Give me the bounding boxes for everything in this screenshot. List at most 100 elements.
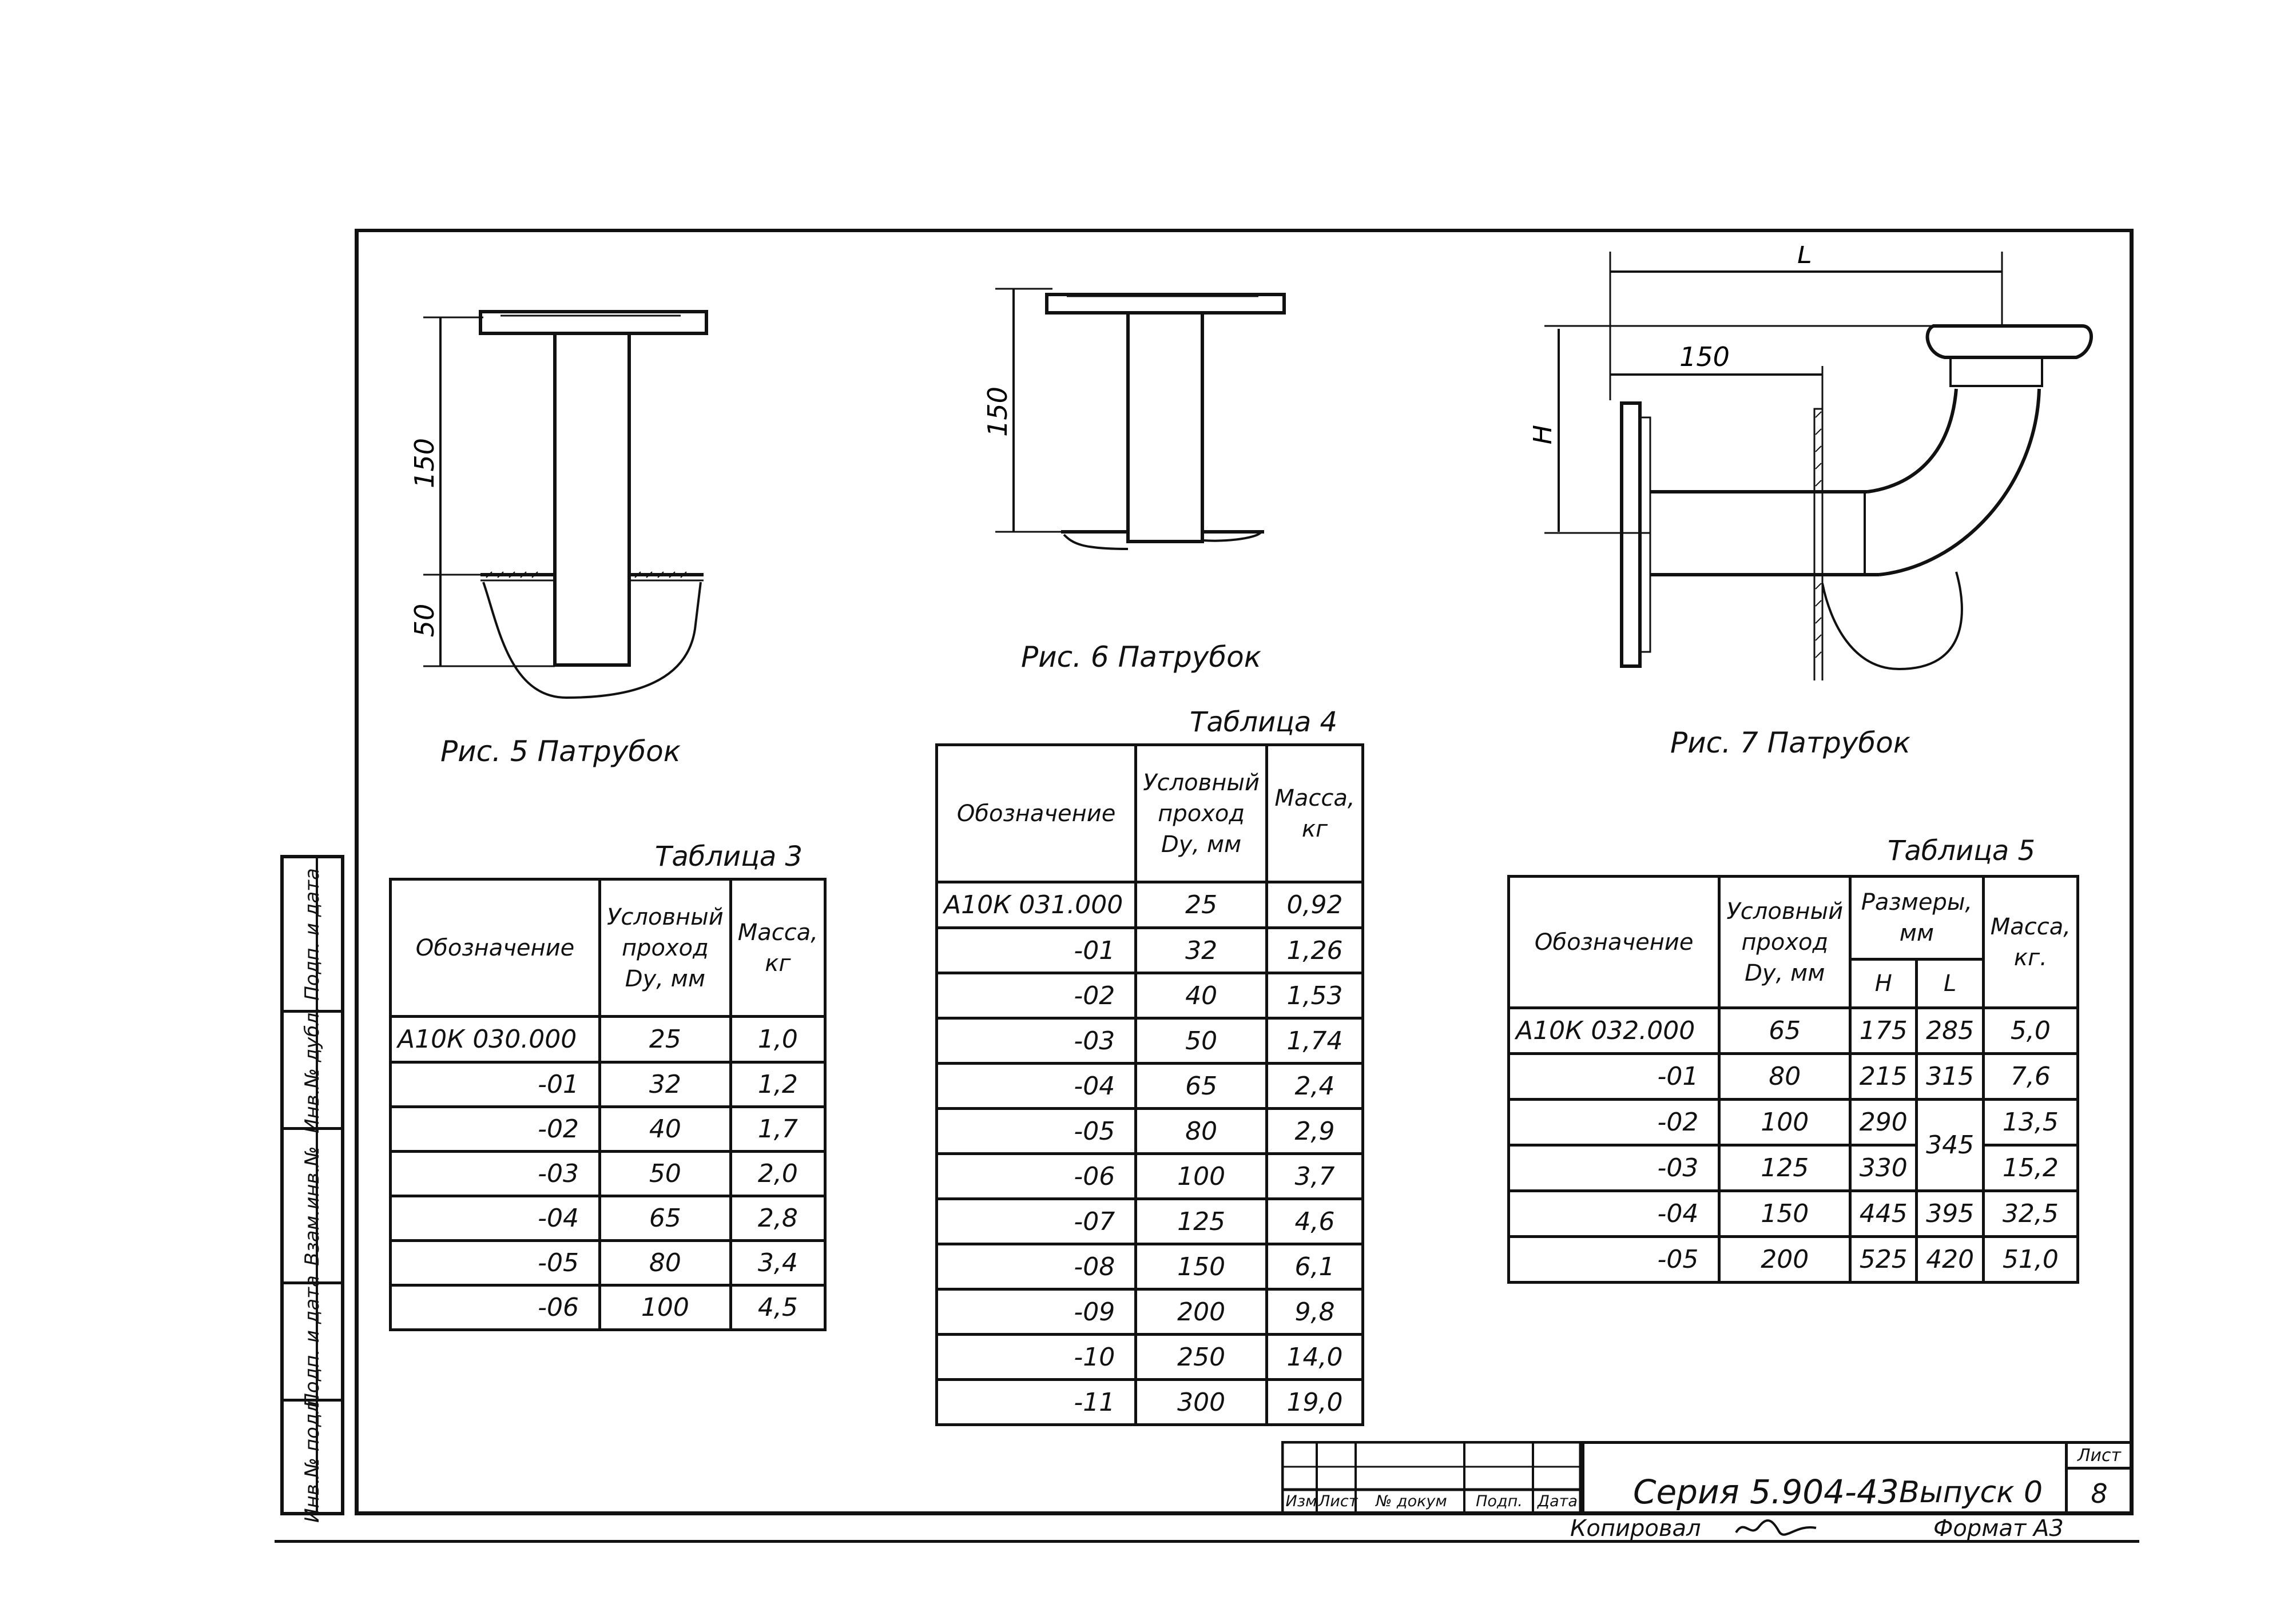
table-row-dy: 80 [1718,1052,1852,1101]
table-3-header-designation: Обозначение [388,878,602,1018]
table-row-designation: -01 [1507,1052,1721,1101]
side-stamp-cell: Инв.№ дубл. [284,1006,341,1133]
table-3: Обозначение Условный проход Dу, мм Масса… [388,878,827,1331]
table-5-header-designation: Обозначение [1507,875,1721,1009]
table-row-designation: -01 [935,926,1138,974]
table-row-designation: -04 [1507,1189,1721,1238]
table-row-l: 345 [1915,1098,1985,1192]
title-block-col-list: Лист [1318,1492,1358,1510]
table-row-l: 285 [1915,1006,1985,1055]
table-row-designation: А10К 030.000 [388,1015,602,1064]
side-stamp-divider [316,858,318,1512]
table-row-designation: -09 [935,1288,1138,1336]
side-stamp-cell: Подп. и дата [284,858,341,1013]
table-row-designation: -03 [1507,1144,1721,1192]
table-row-l: 395 [1915,1189,1985,1238]
table-row-mass: 1,26 [1265,926,1365,974]
table-row-dy: 40 [598,1105,732,1153]
table-row-dy: 32 [598,1061,732,1108]
table-5-header-h: H [1849,958,1918,1009]
table-5-header-mass: Масса, кг. [1981,875,2080,1009]
table-4: Обозначение Условный проход Dу, мм Масса… [935,743,1365,1426]
copier-signature [1735,1519,1817,1536]
table-3-header-mass: Масса, кг [729,878,827,1018]
table-row-dy: 150 [1718,1189,1852,1238]
fig7-dim-L: L [1797,246,1812,269]
table-row-dy: 300 [1134,1378,1268,1426]
sheet-frame [355,229,2134,1515]
table-row-designation: -04 [935,1062,1138,1110]
title-block-grid [1281,1441,1582,1515]
issue-label: Выпуск 0 [1899,1475,2043,1510]
table-row-mass: 4,6 [1265,1197,1365,1245]
table-row-designation: -02 [388,1105,602,1153]
table-row-dy: 200 [1718,1235,1852,1284]
fig5-dim-50: 50 [409,604,440,638]
side-stamp-label: Взам.инв.№ [301,1145,324,1266]
table-row-designation: -05 [1507,1235,1721,1284]
table-row-dy: 125 [1134,1197,1268,1245]
table-4-header-designation: Обозначение [935,743,1138,883]
table-row-designation: -05 [388,1239,602,1287]
table-row-dy: 125 [1718,1144,1852,1192]
figure-7-drawing: L 150 H [1533,246,2093,680]
format-label: Формат А3 [1933,1515,2064,1542]
table-row-mass: 9,8 [1265,1288,1365,1336]
table-3-header-dy: Условный проход Dу, мм [598,878,732,1018]
table-5-header-sizes: Размеры, мм [1849,875,1985,961]
table-row-dy: 40 [1134,972,1268,1020]
table-row-designation: -04 [388,1195,602,1242]
title-block-col-sign: Подп. [1476,1492,1523,1510]
table-row-mass: 2,8 [729,1195,827,1242]
table-row-designation: -02 [935,972,1138,1020]
table-row-dy: 100 [1718,1098,1852,1147]
table-row-designation: А10К 032.000 [1507,1006,1721,1055]
fig5-dim-150: 150 [409,438,440,488]
table-row-mass: 5,0 [1981,1006,2080,1055]
table-row-designation: -03 [935,1017,1138,1065]
table-row-mass: 2,9 [1265,1107,1365,1155]
table-row-h: 445 [1849,1189,1918,1238]
figure-5-drawing: 150 50 [409,310,708,699]
table-row-h: 525 [1849,1235,1918,1284]
table-row-mass: 13,5 [1981,1098,2080,1147]
table-row-dy: 25 [598,1015,732,1064]
title-block-col-date: Дата [1538,1492,1578,1510]
table-row-mass: 1,74 [1265,1017,1365,1065]
sheet-number-box [2065,1441,2134,1515]
copied-by-label: Копировал [1570,1515,1701,1542]
fig6-dim-150: 150 [982,387,1013,437]
side-stamp-label: Подп. и дата [301,867,324,1001]
table-row-mass: 15,2 [1981,1144,2080,1192]
table-row-mass: 2,0 [729,1150,827,1197]
table-row-mass: 1,7 [729,1105,827,1153]
table-row-mass: 1,53 [1265,972,1365,1020]
table-row-mass: 19,0 [1265,1378,1365,1426]
table-4-header-mass: Масса, кг [1265,743,1365,883]
table-row-dy: 65 [598,1195,732,1242]
title-block-col-izm: Изм [1285,1492,1317,1510]
table-row-h: 290 [1849,1098,1918,1147]
table-row-designation: -11 [935,1378,1138,1426]
title-block-main [1582,1441,2134,1515]
sheet-label: Лист [2077,1446,2122,1466]
table-3-title: Таблица 3 [655,841,803,873]
table-row-h: 330 [1849,1144,1918,1192]
table-row-mass: 1,0 [729,1015,827,1064]
side-stamp: Инв.№ подл. Подп. и дата Взам.инв.№ Инв.… [280,855,344,1523]
table-row-mass: 3,7 [1265,1152,1365,1200]
table-row-dy: 65 [1134,1062,1268,1110]
series-label: Серия 5.904-43 [1633,1472,1899,1511]
table-5-header-dy: Условный проход Dу, мм [1718,875,1852,1009]
table-row-designation: -03 [388,1150,602,1197]
table-row-l: 420 [1915,1235,1985,1284]
table-row-dy: 80 [598,1239,732,1287]
table-row-mass: 32,5 [1981,1189,2080,1238]
figure-7-caption: Рис. 7 Патрубок [1670,726,1910,759]
table-row-dy: 200 [1134,1288,1268,1336]
table-row-h: 215 [1849,1052,1918,1101]
sheet-number: 8 [2091,1478,2108,1509]
table-row-designation: -05 [935,1107,1138,1155]
figure-6-caption: Рис. 6 Патрубок [1021,640,1261,674]
table-row-l: 315 [1915,1052,1985,1101]
